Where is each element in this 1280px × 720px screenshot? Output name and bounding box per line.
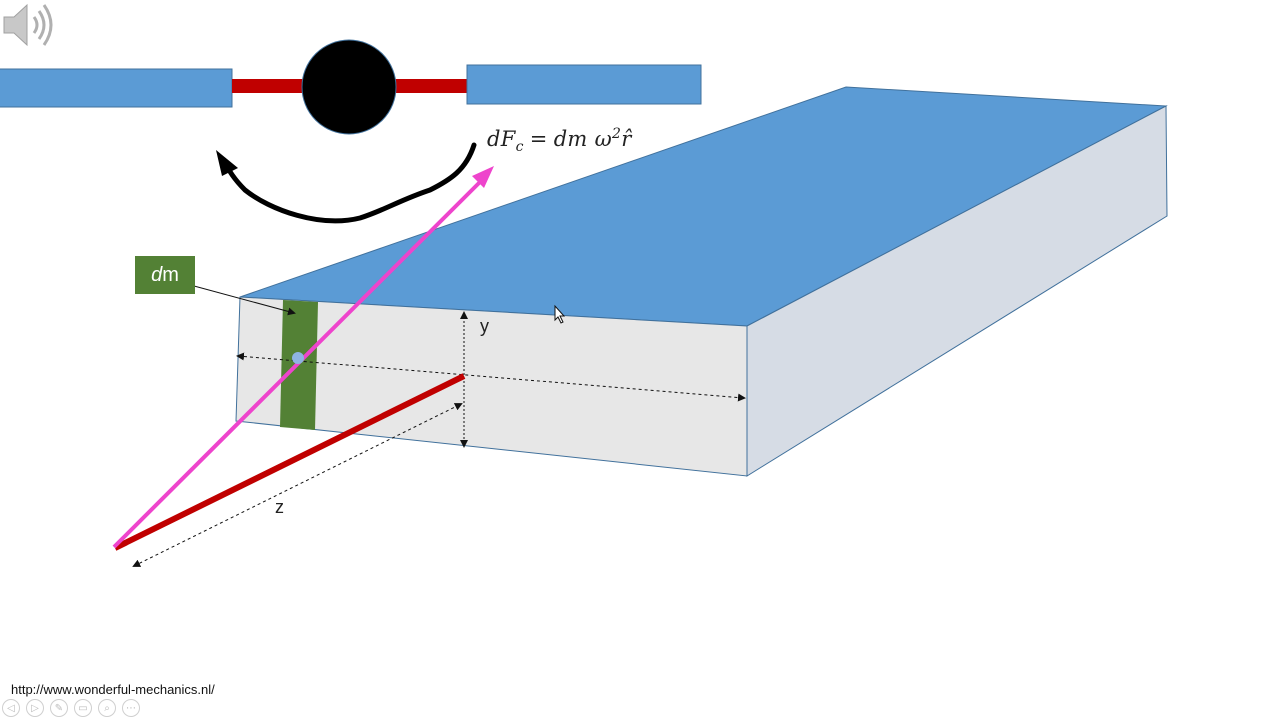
mouse-cursor bbox=[554, 304, 566, 324]
rotor-assembly bbox=[0, 39, 702, 135]
formula-rhs: dm ω bbox=[553, 127, 613, 151]
left-blade bbox=[0, 68, 233, 108]
rotation-arrow-icon bbox=[216, 142, 477, 224]
z-axis-label: z bbox=[275, 497, 284, 517]
right-blade bbox=[466, 64, 702, 105]
slides-view-button[interactable]: ▭ bbox=[74, 699, 92, 717]
z-dimension-line bbox=[132, 403, 463, 567]
speaker-icon[interactable] bbox=[0, 0, 60, 50]
centrifugal-force-formula: dFc =dm ω2r̂ bbox=[487, 126, 632, 155]
formula-lhs: dF bbox=[487, 127, 516, 151]
previous-slide-button[interactable]: ◁ bbox=[2, 699, 20, 717]
formula-lhs-sub: c bbox=[515, 139, 524, 155]
formula-equals: = bbox=[529, 127, 548, 151]
dm-leader-line bbox=[182, 282, 296, 316]
formula-rhs-sup: 2 bbox=[612, 126, 622, 142]
y-axis-label: y bbox=[480, 316, 489, 336]
dm-label-m: m bbox=[162, 263, 179, 286]
zoom-button[interactable]: ⌕ bbox=[98, 699, 116, 717]
left-shaft bbox=[232, 79, 304, 93]
force-vector-head bbox=[472, 166, 494, 188]
next-slide-button[interactable]: ▷ bbox=[26, 699, 44, 717]
mass-point bbox=[292, 352, 304, 364]
formula-rhs-r: r̂ bbox=[621, 127, 632, 151]
hub bbox=[301, 39, 397, 135]
length-axis bbox=[236, 352, 746, 402]
pen-tool-button[interactable]: ✎ bbox=[50, 699, 68, 717]
right-shaft bbox=[394, 79, 468, 93]
more-options-button[interactable]: ⋯ bbox=[122, 699, 140, 717]
radius-arm bbox=[113, 373, 466, 551]
source-url[interactable]: http://www.wonderful-mechanics.nl/ bbox=[11, 682, 215, 697]
dm-label-d: d bbox=[151, 263, 163, 286]
slideshow-toolbar: ◁ ▷ ✎ ▭ ⌕ ⋯ bbox=[2, 699, 140, 717]
